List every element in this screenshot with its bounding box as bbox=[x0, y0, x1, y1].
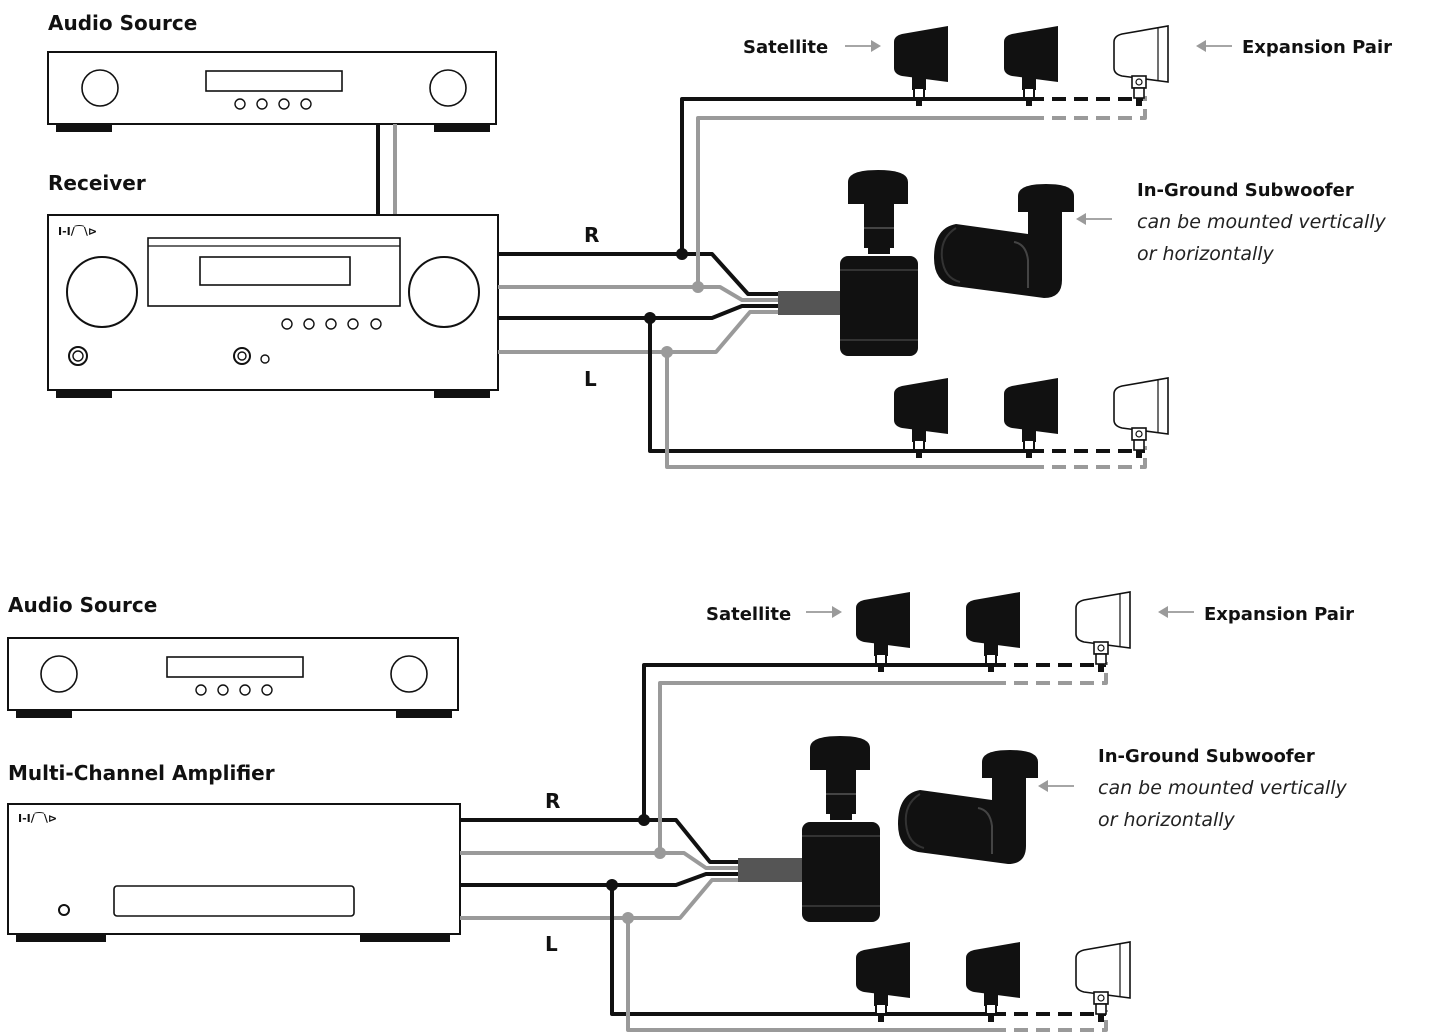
arrow-left-icon bbox=[1037, 779, 1075, 793]
arrow-left-icon bbox=[1195, 39, 1233, 53]
brand-logo: I-I/⁀\⊳ bbox=[58, 225, 97, 238]
diagram-receiver: Audio Source Receiver I-I/⁀\⊳ bbox=[47, 11, 1392, 469]
right-channel-label: R bbox=[545, 789, 560, 813]
audio-source-device bbox=[47, 51, 497, 132]
receiver-display bbox=[199, 256, 351, 286]
left-channel-label: L bbox=[545, 932, 558, 956]
satellite-speaker bbox=[1003, 377, 1059, 459]
satellite-speaker bbox=[1003, 25, 1059, 107]
satellite-speaker bbox=[965, 941, 1021, 1023]
wire-connector bbox=[778, 291, 842, 315]
expansion-speaker bbox=[1075, 941, 1131, 1023]
subwoofer-vertical bbox=[839, 169, 919, 357]
right-channel-label: R bbox=[584, 223, 599, 247]
satellite-label: Satellite bbox=[743, 37, 828, 58]
satellite-speaker bbox=[893, 377, 949, 459]
volume-knob-right bbox=[408, 256, 480, 328]
brand-logo: I-I/⁀\⊳ bbox=[18, 812, 57, 825]
source-knob-left bbox=[81, 69, 119, 107]
subwoofer-title: In-Ground Subwoofer bbox=[1098, 746, 1315, 767]
audio-source-label: Audio Source bbox=[8, 593, 157, 617]
amplifier-panel bbox=[113, 885, 355, 917]
expansion-speaker bbox=[1113, 377, 1169, 459]
source-display bbox=[166, 656, 304, 678]
audio-source-device bbox=[7, 637, 459, 718]
speaker-wiring bbox=[460, 662, 1108, 1032]
arrow-left-icon bbox=[1157, 605, 1195, 619]
arrow-left-icon bbox=[1075, 212, 1113, 226]
subwoofer-horizontal bbox=[933, 183, 1075, 299]
amplifier-label: Multi-Channel Amplifier bbox=[8, 761, 275, 785]
audio-source-label: Audio Source bbox=[48, 11, 197, 35]
receiver-device: I-I/⁀\⊳ bbox=[47, 214, 499, 398]
speaker-wiring bbox=[498, 96, 1147, 469]
volume-knob-left bbox=[66, 256, 138, 328]
subwoofer-note-line1: can be mounted vertically bbox=[1137, 211, 1387, 233]
subwoofer-note-line2: or horizontally bbox=[1137, 243, 1275, 265]
subwoofer-note-line1: can be mounted vertically bbox=[1098, 777, 1348, 799]
expansion-pair-label: Expansion Pair bbox=[1204, 604, 1354, 625]
diagram-multichannel: Audio Source Multi-Channel Amplifier I-I… bbox=[7, 591, 1354, 1032]
left-channel-label: L bbox=[584, 367, 597, 391]
subwoofer-title: In-Ground Subwoofer bbox=[1137, 180, 1354, 201]
arrow-right-icon bbox=[805, 605, 843, 619]
arrow-right-icon bbox=[844, 39, 882, 53]
satellite-speaker bbox=[855, 941, 911, 1023]
amplifier-device: I-I/⁀\⊳ bbox=[7, 803, 461, 942]
expansion-speaker bbox=[1075, 591, 1131, 673]
satellite-speaker bbox=[855, 591, 911, 673]
receiver-label: Receiver bbox=[48, 171, 146, 195]
subwoofer-horizontal bbox=[897, 749, 1039, 865]
satellite-label: Satellite bbox=[706, 604, 791, 625]
source-knob-right bbox=[429, 69, 467, 107]
expansion-pair-label: Expansion Pair bbox=[1242, 37, 1392, 58]
power-led bbox=[58, 904, 70, 916]
subwoofer-note-line2: or horizontally bbox=[1098, 809, 1236, 831]
satellite-speaker bbox=[893, 25, 949, 107]
subwoofer-vertical bbox=[801, 735, 881, 923]
expansion-speaker bbox=[1113, 25, 1169, 107]
source-display bbox=[205, 70, 343, 92]
wire-connector bbox=[738, 858, 804, 882]
satellite-speaker bbox=[965, 591, 1021, 673]
